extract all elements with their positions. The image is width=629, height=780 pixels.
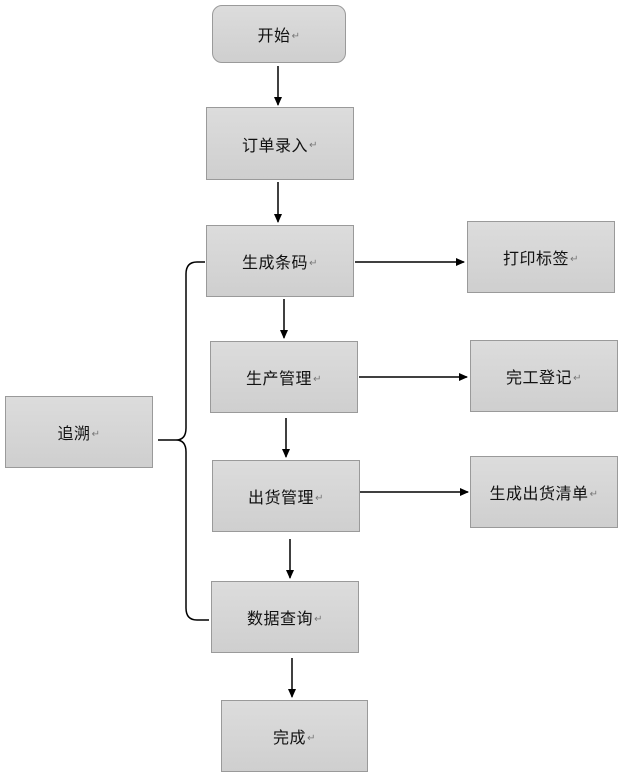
trace-brace	[158, 261, 209, 621]
work-completion-node: 完工登记↵	[470, 340, 618, 412]
data-query-label: 数据查询	[247, 609, 314, 628]
paragraph-mark-icon: ↵	[315, 492, 324, 504]
paragraph-mark-icon: ↵	[307, 732, 316, 744]
order-entry-node: 订单录入↵	[206, 107, 354, 180]
generate-barcode-label: 生成条码	[242, 253, 309, 272]
paragraph-mark-icon: ↵	[570, 253, 579, 265]
paragraph-mark-icon: ↵	[91, 428, 101, 440]
paragraph-mark-icon: ↵	[314, 613, 323, 625]
shipping-list-label: 生成出货清单	[489, 484, 589, 503]
order-entry-label: 订单录入	[242, 135, 309, 155]
paragraph-mark-icon: ↵	[309, 140, 318, 151]
data-query-node: 数据查询↵	[211, 581, 359, 653]
paragraph-mark-icon: ↵	[573, 372, 582, 384]
shipping-list-node: 生成出货清单↵	[470, 456, 618, 528]
shipping-management-node: 出货管理↵	[212, 460, 360, 532]
generate-barcode-node: 生成条码↵	[206, 225, 354, 297]
finish-node: 完成↵	[221, 700, 368, 772]
paragraph-mark-icon: ↵	[291, 30, 301, 42]
shipping-management-label: 出货管理	[248, 488, 315, 507]
work-completion-label: 完工登记	[506, 368, 573, 387]
print-label-label: 打印标签	[503, 249, 570, 268]
paragraph-mark-icon: ↵	[309, 257, 318, 269]
start-label: 开始	[257, 26, 291, 45]
trace-label: 追溯	[57, 424, 91, 443]
start-node: 开始↵	[212, 5, 346, 63]
trace-node: 追溯↵	[5, 396, 153, 468]
production-management-label: 生产管理	[246, 369, 313, 388]
print-label-node: 打印标签↵	[467, 221, 615, 293]
finish-label: 完成	[273, 728, 307, 747]
production-management-node: 生产管理↵	[210, 341, 358, 413]
paragraph-mark-icon: ↵	[589, 488, 599, 500]
paragraph-mark-icon: ↵	[313, 373, 322, 385]
